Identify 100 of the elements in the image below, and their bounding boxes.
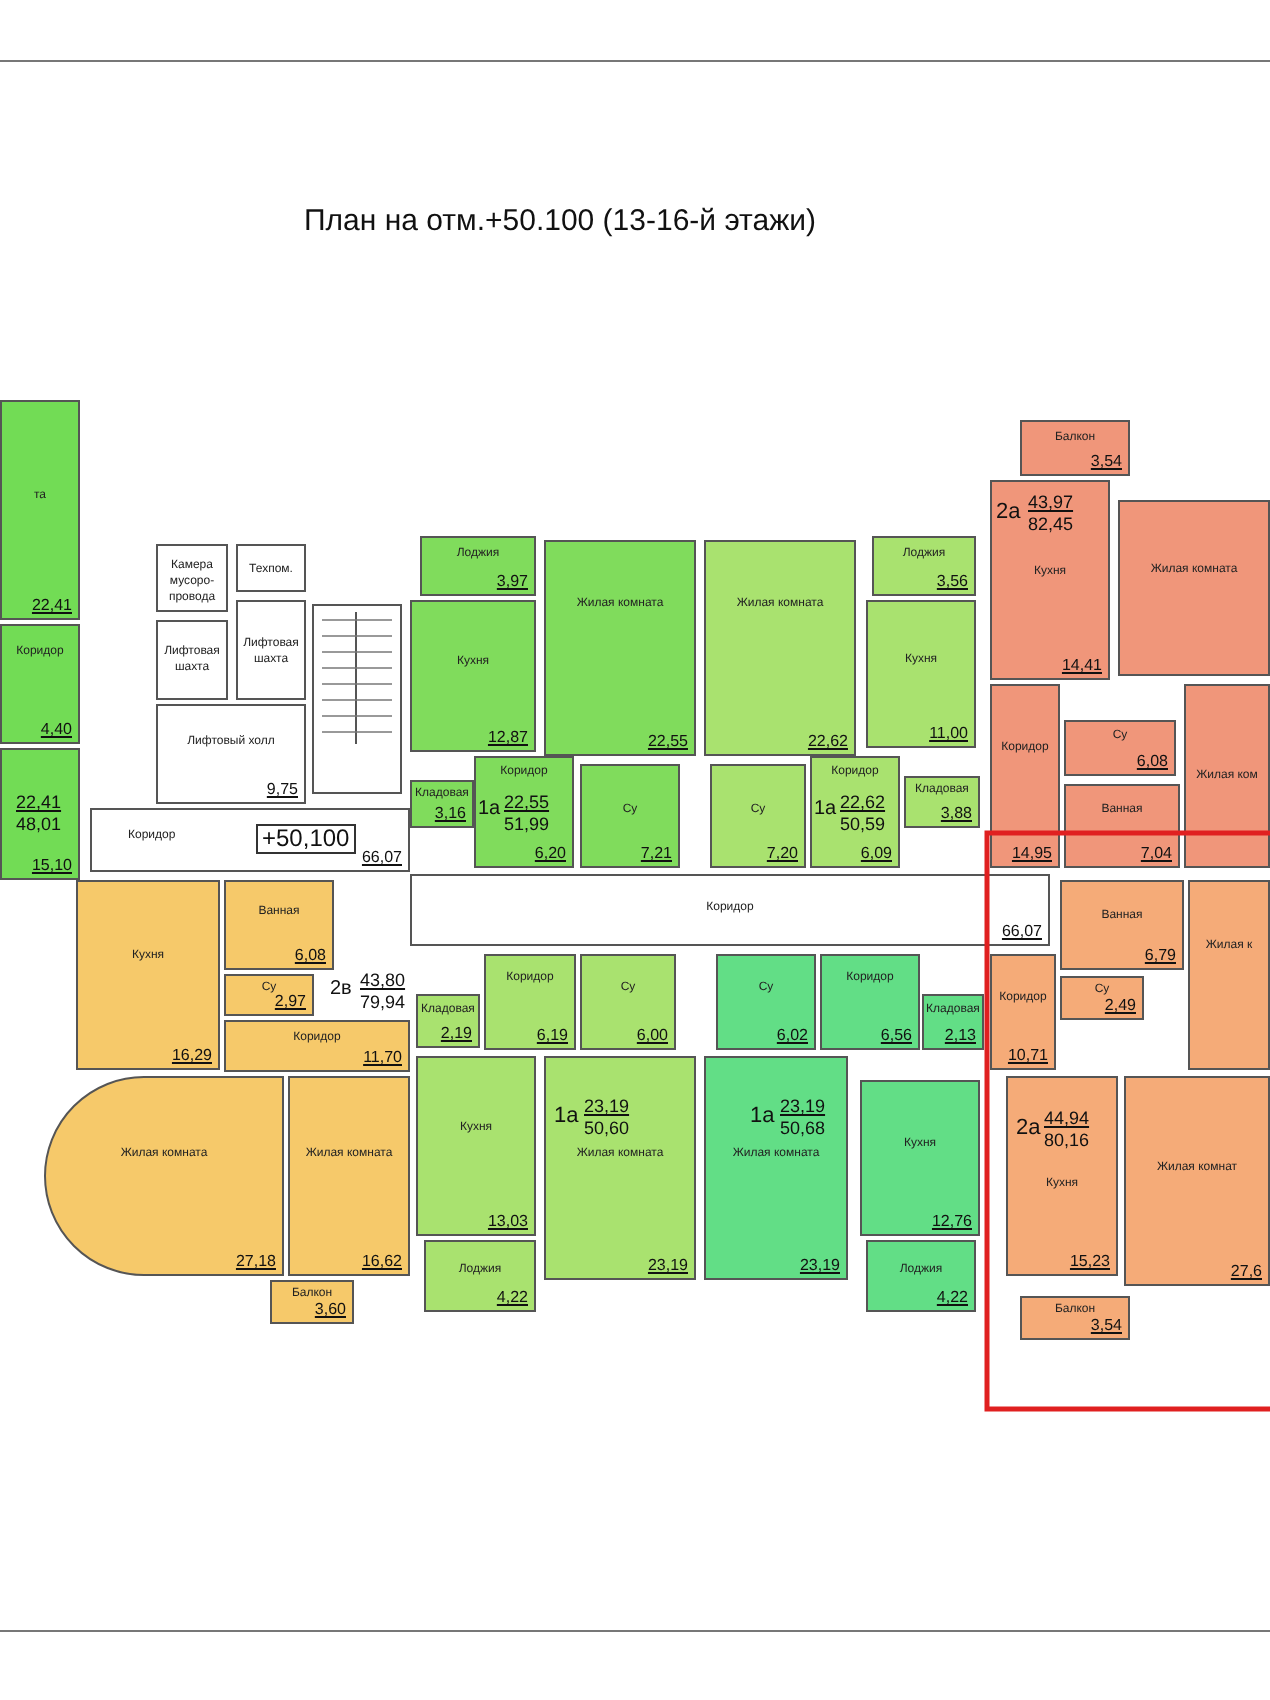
room [416, 1056, 536, 1236]
room [410, 780, 474, 828]
room [424, 1240, 536, 1312]
room [76, 880, 220, 1070]
area-value: 10,71 [1007, 1046, 1048, 1064]
living-area: 23,19 [780, 1096, 826, 1116]
total-area: 82,45 [1028, 514, 1074, 534]
room [1020, 420, 1130, 476]
room [236, 544, 306, 592]
room [1188, 880, 1270, 1070]
room [704, 540, 856, 756]
area-value: 7,04 [1140, 844, 1172, 862]
area-value: 3,16 [434, 804, 466, 822]
area-value: 23,19 [647, 1256, 688, 1274]
area-value: 6,00 [636, 1026, 668, 1044]
room [810, 756, 900, 868]
room [420, 536, 536, 596]
room [1006, 1076, 1118, 1276]
corridor-area [410, 874, 1050, 946]
area-value: 15,23 [1069, 1252, 1110, 1270]
apartment-type: 1а [814, 798, 837, 820]
room [224, 880, 334, 970]
area-value: 23,19 [799, 1256, 840, 1274]
living-area: 22,62 [840, 792, 886, 812]
room [872, 536, 976, 596]
area-value: 3,60 [314, 1300, 346, 1318]
area-value: 27,18 [235, 1252, 276, 1270]
area-value: 66,07 [1001, 922, 1042, 940]
room [236, 600, 306, 700]
area-value: 15,10 [31, 856, 72, 874]
room [544, 540, 696, 756]
area-value: 16,62 [361, 1252, 402, 1270]
area-value: 6,02 [776, 1026, 808, 1044]
room [990, 480, 1110, 680]
room [0, 624, 80, 744]
apartment-type: 1а [478, 798, 501, 820]
total-area: 50,68 [780, 1118, 826, 1138]
room [270, 1280, 354, 1324]
area-value: 6,08 [294, 946, 326, 964]
room [866, 600, 976, 748]
apartment-type: 2а [1016, 1116, 1041, 1140]
area-value: 11,00 [929, 724, 968, 742]
room [1124, 1076, 1270, 1286]
total-area: 50,59 [840, 814, 886, 834]
level-mark: +50,100 [256, 824, 356, 854]
area-value: 3,54 [1090, 452, 1122, 470]
apartment-type: 1а [554, 1104, 579, 1128]
room [1064, 720, 1176, 776]
plan-title: План на отм.+50.100 (13-16-й этажи) [302, 204, 818, 240]
total-area: 51,99 [504, 814, 550, 834]
area-value: 22,41 [31, 596, 72, 614]
area-value: 9,75 [266, 780, 298, 798]
area-value: 2,13 [944, 1026, 976, 1044]
area-value: 12,87 [487, 728, 528, 746]
area-value: 6,09 [860, 844, 892, 862]
area-value: 3,97 [496, 572, 528, 590]
room [224, 1020, 410, 1072]
living-area: 22,41 [16, 792, 62, 812]
room [156, 704, 306, 804]
area-value: 7,20 [766, 844, 798, 862]
total-area: 48,01 [16, 814, 62, 834]
area-value: 3,88 [940, 804, 972, 822]
room [156, 544, 228, 612]
room [0, 400, 80, 620]
living-area: 43,97 [1028, 492, 1074, 512]
area-value: 4,40 [40, 720, 72, 738]
room [1118, 500, 1270, 676]
room [820, 954, 920, 1050]
room [484, 954, 576, 1050]
total-area: 79,94 [360, 992, 406, 1012]
room [1184, 684, 1270, 868]
room [580, 764, 680, 868]
area-value: 3,56 [936, 572, 968, 590]
living-area: 44,94 [1044, 1108, 1090, 1128]
room [410, 600, 536, 752]
area-value: 66,07 [361, 848, 402, 866]
room [716, 954, 816, 1050]
room [1064, 784, 1180, 868]
room [866, 1240, 976, 1312]
area-value: 11,70 [363, 1048, 402, 1066]
room [922, 994, 984, 1050]
living-area: 43,80 [360, 970, 406, 990]
area-value: 22,55 [647, 732, 688, 750]
area-value: 16,29 [171, 1046, 212, 1064]
area-value: 14,41 [1061, 656, 1102, 674]
total-area: 50,60 [584, 1118, 630, 1138]
room [474, 756, 574, 868]
area-value: 6,79 [1144, 946, 1176, 964]
apartment-type: 1а [750, 1104, 775, 1128]
room [0, 748, 80, 880]
area-value: 6,19 [536, 1026, 568, 1044]
area-value: 6,20 [534, 844, 566, 862]
room [990, 684, 1060, 868]
area-value: 27,6 [1230, 1262, 1262, 1280]
room [580, 954, 676, 1050]
area-value: 6,08 [1136, 752, 1168, 770]
area-value: 22,62 [807, 732, 848, 750]
room [156, 620, 228, 700]
area-value: 2,49 [1104, 996, 1136, 1014]
room [416, 994, 480, 1048]
